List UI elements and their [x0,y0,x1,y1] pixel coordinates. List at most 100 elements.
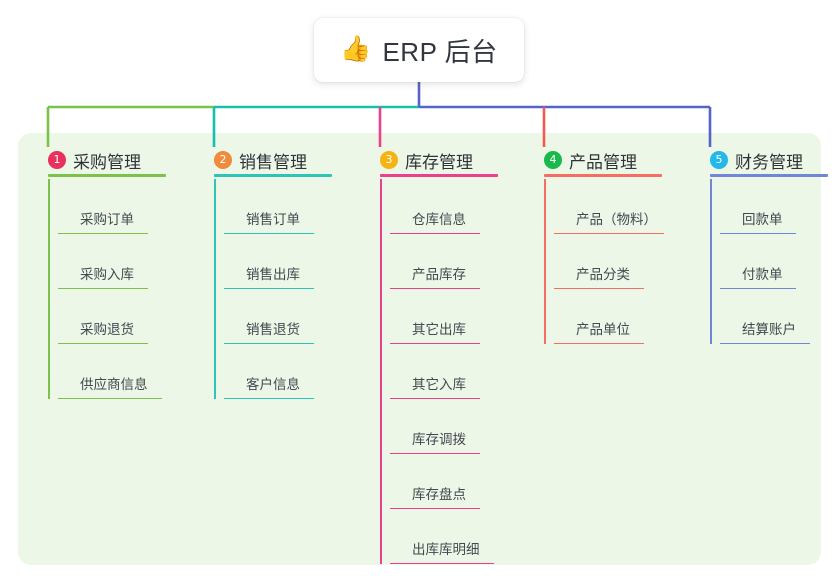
branch-item[interactable]: 产品（物料） [554,179,664,234]
branch-item[interactable]: 产品库存 [390,234,480,289]
branch-item-label: 出库库明细 [412,542,480,557]
branch-header-underline [710,174,828,177]
branch-title: 销售管理 [239,152,307,172]
branch-item-label: 其它入库 [412,377,466,392]
branch-item-underline [720,342,810,344]
branch-item[interactable]: 库存调拨 [390,399,480,454]
branch-item-label: 回款单 [742,212,783,227]
root-node-title: ERP 后台 [382,36,498,67]
branch-item-underline [554,342,644,344]
branch-number-badge: 2 [214,151,232,169]
branch-header-4[interactable]: 4 产品管理 [526,143,662,177]
branch-item-label: 产品库存 [412,267,466,282]
branch-item[interactable]: 库存盘点 [390,454,480,509]
branch-item[interactable]: 采购订单 [58,179,148,234]
branch-item-underline [390,397,480,399]
branch-item-underline [224,342,314,344]
branch-number-badge: 3 [380,151,398,169]
branch-title: 采购管理 [73,152,141,172]
branch-item[interactable]: 采购退货 [58,289,148,344]
branch-item-underline [554,232,664,234]
branch-header-3[interactable]: 3 库存管理 [362,143,498,177]
branch-item-underline [390,342,480,344]
branch-item-label: 产品（物料） [576,212,657,227]
branch-spine [710,179,712,344]
branch-spine [214,179,216,399]
branch-item-underline [390,452,480,454]
branch-item-underline [720,287,796,289]
branch-item-label: 采购入库 [80,267,134,282]
branch-item-underline [390,232,480,234]
branch-header-underline [544,174,662,177]
branch-item[interactable]: 供应商信息 [58,344,162,399]
branch-item-underline [224,397,314,399]
branch-item-underline [58,287,148,289]
branch-item-underline [390,287,480,289]
branch-item-list: 仓库信息产品库存其它出库其它入库库存调拨库存盘点出库库明细 [362,179,494,564]
thumbs-up-icon: 👍 [340,34,372,63]
branch-item-label: 库存调拨 [412,432,466,447]
branch-item-underline [224,232,314,234]
branch-header-underline [48,174,166,177]
branch-item-underline [58,232,148,234]
branch-item[interactable]: 其它入库 [390,344,480,399]
branch-item[interactable]: 客户信息 [224,344,314,399]
branch-item[interactable]: 采购入库 [58,234,148,289]
branch-column-5: 5 财务管理回款单付款单结算账户 [692,143,828,344]
branch-header-underline [380,174,498,177]
branch-item-underline [390,507,480,509]
branch-item-label: 客户信息 [246,377,300,392]
branch-item-label: 销售订单 [246,212,300,227]
branch-header-1[interactable]: 1 采购管理 [30,143,166,177]
branch-item-label: 销售退货 [246,322,300,337]
branch-item-label: 销售出库 [246,267,300,282]
branch-spine [544,179,546,344]
branch-item-list: 采购订单采购入库采购退货供应商信息 [30,179,162,399]
branch-item-underline [58,342,148,344]
branch-item[interactable]: 付款单 [720,234,803,289]
branch-title: 库存管理 [405,152,473,172]
branch-item-list: 销售订单销售出库销售退货客户信息 [196,179,314,399]
branch-item-label: 采购订单 [80,212,134,227]
branch-title: 财务管理 [735,152,803,172]
branch-item[interactable]: 其它出库 [390,289,480,344]
root-node[interactable]: 👍 ERP 后台 [314,18,524,82]
branch-header-2[interactable]: 2 销售管理 [196,143,332,177]
branch-item[interactable]: 产品单位 [554,289,644,344]
branch-item[interactable]: 仓库信息 [390,179,480,234]
branch-item-label: 产品单位 [576,322,630,337]
branch-column-4: 4 产品管理产品（物料） 产品分类产品单位 [526,143,664,344]
branch-item-label: 库存盘点 [412,487,466,502]
branch-item-label: 仓库信息 [412,212,466,227]
branch-title: 产品管理 [569,152,637,172]
branch-item-label: 采购退货 [80,322,134,337]
branch-number-badge: 5 [710,151,728,169]
branch-header-underline [214,174,332,177]
branch-item[interactable]: 销售出库 [224,234,314,289]
branch-item[interactable]: 出库库明细 [390,509,494,564]
branch-item-label: 其它出库 [412,322,466,337]
branch-item[interactable]: 回款单 [720,179,803,234]
diagram-background-panel [18,133,821,565]
branch-item-underline [390,562,494,564]
branch-spine [48,179,50,399]
branch-item-label: 产品分类 [576,267,630,282]
branch-column-1: 1 采购管理采购订单采购入库采购退货供应商信息 [30,143,166,399]
branch-item[interactable]: 结算账户 [720,289,810,344]
branch-number-badge: 1 [48,151,66,169]
branch-spine [380,179,382,564]
branch-item[interactable]: 销售订单 [224,179,314,234]
branch-header-5[interactable]: 5 财务管理 [692,143,828,177]
branch-item-list: 产品（物料） 产品分类产品单位 [526,179,664,344]
branch-item-label: 付款单 [742,267,783,282]
branch-column-2: 2 销售管理销售订单销售出库销售退货客户信息 [196,143,332,399]
branch-item[interactable]: 销售退货 [224,289,314,344]
branch-item-label: 结算账户 [742,322,796,337]
branch-item-underline [58,397,162,399]
branch-item[interactable]: 产品分类 [554,234,644,289]
branch-item-underline [554,287,644,289]
branch-item-list: 回款单付款单结算账户 [692,179,810,344]
branch-item-underline [224,287,314,289]
branch-number-badge: 4 [544,151,562,169]
